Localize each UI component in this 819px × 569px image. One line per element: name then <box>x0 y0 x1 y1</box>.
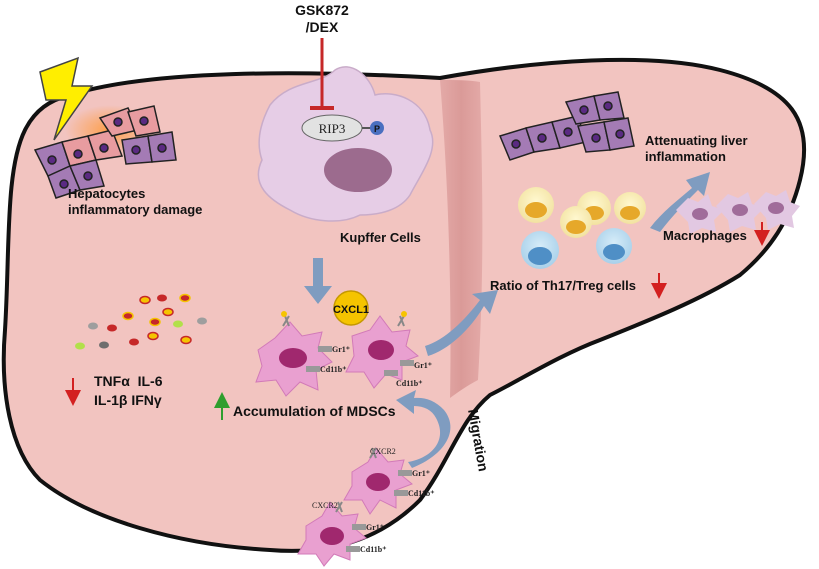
cxcl1-circle <box>333 290 369 326</box>
mdsc3-gr1: Gr1⁺ <box>412 469 430 478</box>
ratio-label: Ratio of Th17/Treg cells <box>490 278 636 293</box>
rip3-label: RIP3 <box>319 121 346 136</box>
th17-cells <box>518 187 646 238</box>
drug-name: GSK872 <box>295 2 349 18</box>
mdsc4-cxcr2: CXCR2 <box>312 501 338 510</box>
mdsc3-cd11b: Cd11b⁺ <box>408 489 434 498</box>
cytokines-line2: IL-1β IFNγ <box>94 392 162 408</box>
mdsc-cell-1 <box>255 311 333 397</box>
macrophages <box>676 190 800 234</box>
hepatocyte-cluster-left <box>33 105 177 199</box>
hepatocyte-cluster-right <box>498 91 635 161</box>
treg-cells <box>521 228 632 269</box>
mdsc-cell-2 <box>345 311 419 389</box>
hepatocytes-label-2: inflammatory damage <box>68 202 202 217</box>
kupffer-cell <box>257 66 434 222</box>
drug-vehicle: /DEX <box>306 19 339 35</box>
mdsc2-gr1: Gr1⁺ <box>414 361 432 370</box>
mdsc-cell-3 <box>343 447 413 515</box>
attenuating-label-1: Attenuating liver <box>645 133 748 148</box>
cytokines-line1: TNFα IL-6 <box>94 373 163 389</box>
liver-outline <box>1 57 807 553</box>
migration-arrow <box>396 390 451 468</box>
phospho-icon <box>370 121 384 135</box>
mdsc-label: Accumulation of MDSCs <box>233 403 396 419</box>
cxcl1-label: CXCL1 <box>333 304 369 316</box>
mdsc3-cxcr2: CXCR2 <box>370 447 396 456</box>
attenuating-label-2: inflammation <box>645 149 726 164</box>
hepatocytes-label-1: Hepatocytes <box>68 186 145 201</box>
cytokine-dots <box>75 293 207 350</box>
phospho-label: P <box>374 124 380 134</box>
lightning-icon <box>39 56 94 141</box>
kupffer-to-mdsc-arrow <box>304 258 332 304</box>
mdsc-cell-4 <box>297 501 367 567</box>
mdsc1-cd11b: Cd11b⁺ <box>320 365 346 374</box>
kupffer-nucleus <box>324 148 392 192</box>
attenuating-arrow <box>650 172 710 232</box>
mdsc-to-ratio-arrow <box>425 290 498 356</box>
migration-label: Migration <box>465 408 492 473</box>
macrophages-label: Macrophages <box>663 228 747 243</box>
kupffer-label: Kupffer Cells <box>340 230 421 245</box>
mdsc4-gr1: Gr1⁺ <box>366 523 384 532</box>
mdsc2-cd11b: Cd11b⁺ <box>396 379 422 388</box>
mdsc1-gr1: Gr1⁺ <box>332 345 350 354</box>
mdsc4-cd11b: Cd11b⁺ <box>360 545 386 554</box>
